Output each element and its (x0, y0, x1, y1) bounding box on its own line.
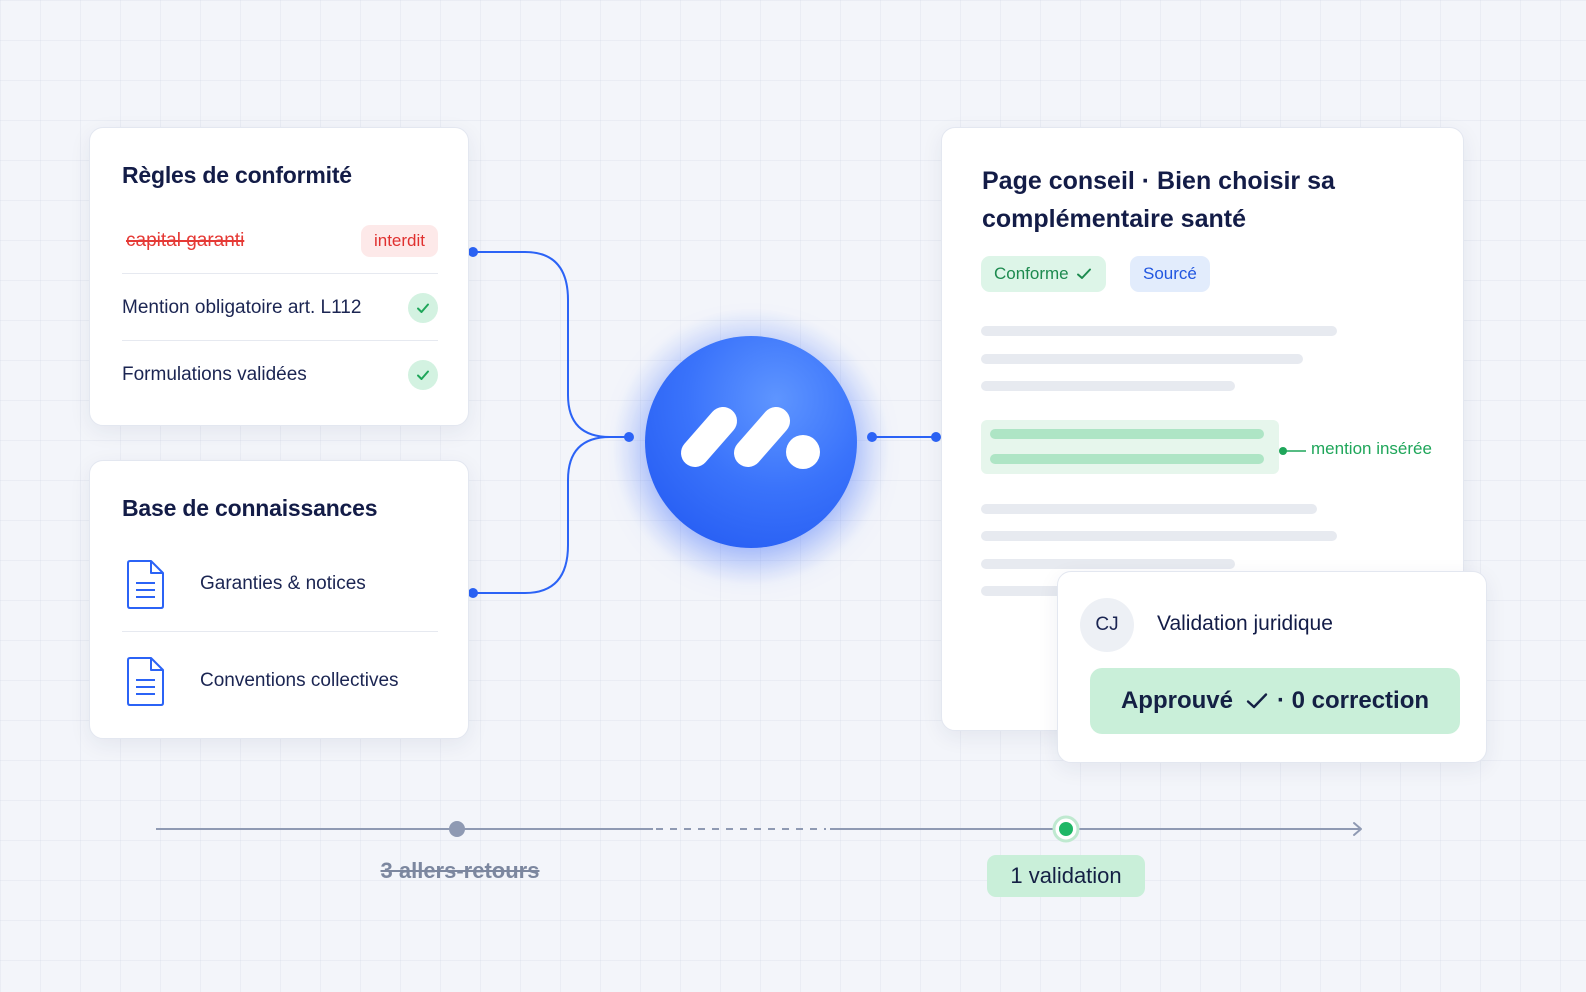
connector-dot (468, 588, 478, 598)
after-label: 1 validation (987, 855, 1145, 897)
check-icon (1076, 268, 1091, 279)
rule-row-validated: Formulations validées (122, 342, 438, 408)
connector-dot (468, 247, 478, 257)
text-line-placeholder (981, 504, 1317, 514)
rule-label: Formulations validées (122, 364, 307, 385)
timeline-dot-after (1059, 822, 1073, 836)
mention-label: mention insérée (1311, 439, 1432, 458)
timeline-dot-before (449, 821, 465, 837)
legal-validation-card: CJ Validation juridique Approuvé · 0 cor… (1057, 571, 1487, 763)
conforme-badge: Conforme (981, 256, 1106, 292)
compliance-title: Règles de conformité (122, 162, 352, 188)
forbidden-term: capital garanti (126, 229, 245, 251)
document-icon (127, 657, 164, 706)
text-line-placeholder (981, 586, 1071, 596)
text-line-placeholder (981, 381, 1235, 391)
document-icon (127, 559, 164, 609)
avatar: CJ (1080, 598, 1134, 652)
validation-title: Validation juridique (1157, 612, 1333, 635)
connector-dot (867, 432, 877, 442)
knowledge-title: Base de connaissances (122, 495, 378, 521)
brand-logo-icon (681, 407, 820, 469)
kb-item: Garanties & notices (122, 536, 438, 632)
connector-dot (931, 432, 941, 442)
highlighted-text-line (990, 429, 1264, 439)
approved-label: Approuvé (1120, 687, 1233, 714)
kb-item: Conventions collectives (122, 633, 438, 729)
kb-item-label: Garanties & notices (200, 572, 366, 594)
brand-logo (645, 336, 857, 548)
rule-row-forbidden: capital garanti interdit (122, 208, 438, 274)
text-line-placeholder (981, 354, 1303, 364)
text-line-placeholder (981, 531, 1337, 541)
highlighted-text-line (990, 454, 1264, 464)
source-badge: Sourcé (1130, 256, 1210, 292)
approved-status: Approuvé · 0 correction (1090, 668, 1460, 734)
compliance-rules-card: Règles de conformité capital garanti int… (89, 127, 469, 426)
knowledge-base-card: Base de connaissances Garanties & notice… (89, 460, 469, 739)
rule-row-mandatory: Mention obligatoire art. L112 (122, 275, 438, 341)
before-label: 3 allers-retours (380, 858, 540, 883)
mention-connector (1279, 447, 1306, 455)
check-icon (408, 292, 438, 323)
article-title: Page conseil · Bien choisir sa complémen… (982, 167, 1335, 233)
check-icon (1246, 693, 1268, 709)
correction-count: · 0 correction (1276, 687, 1430, 714)
forbidden-badge: interdit (360, 224, 438, 257)
check-icon (408, 360, 438, 390)
rule-label: Mention obligatoire art. L112 (122, 296, 362, 318)
conforme-label: Conforme (994, 264, 1069, 283)
kb-item-label: Conventions collectives (200, 670, 399, 691)
text-line-placeholder (981, 326, 1337, 336)
connector-dot (624, 432, 634, 442)
text-line-placeholder (981, 559, 1235, 569)
